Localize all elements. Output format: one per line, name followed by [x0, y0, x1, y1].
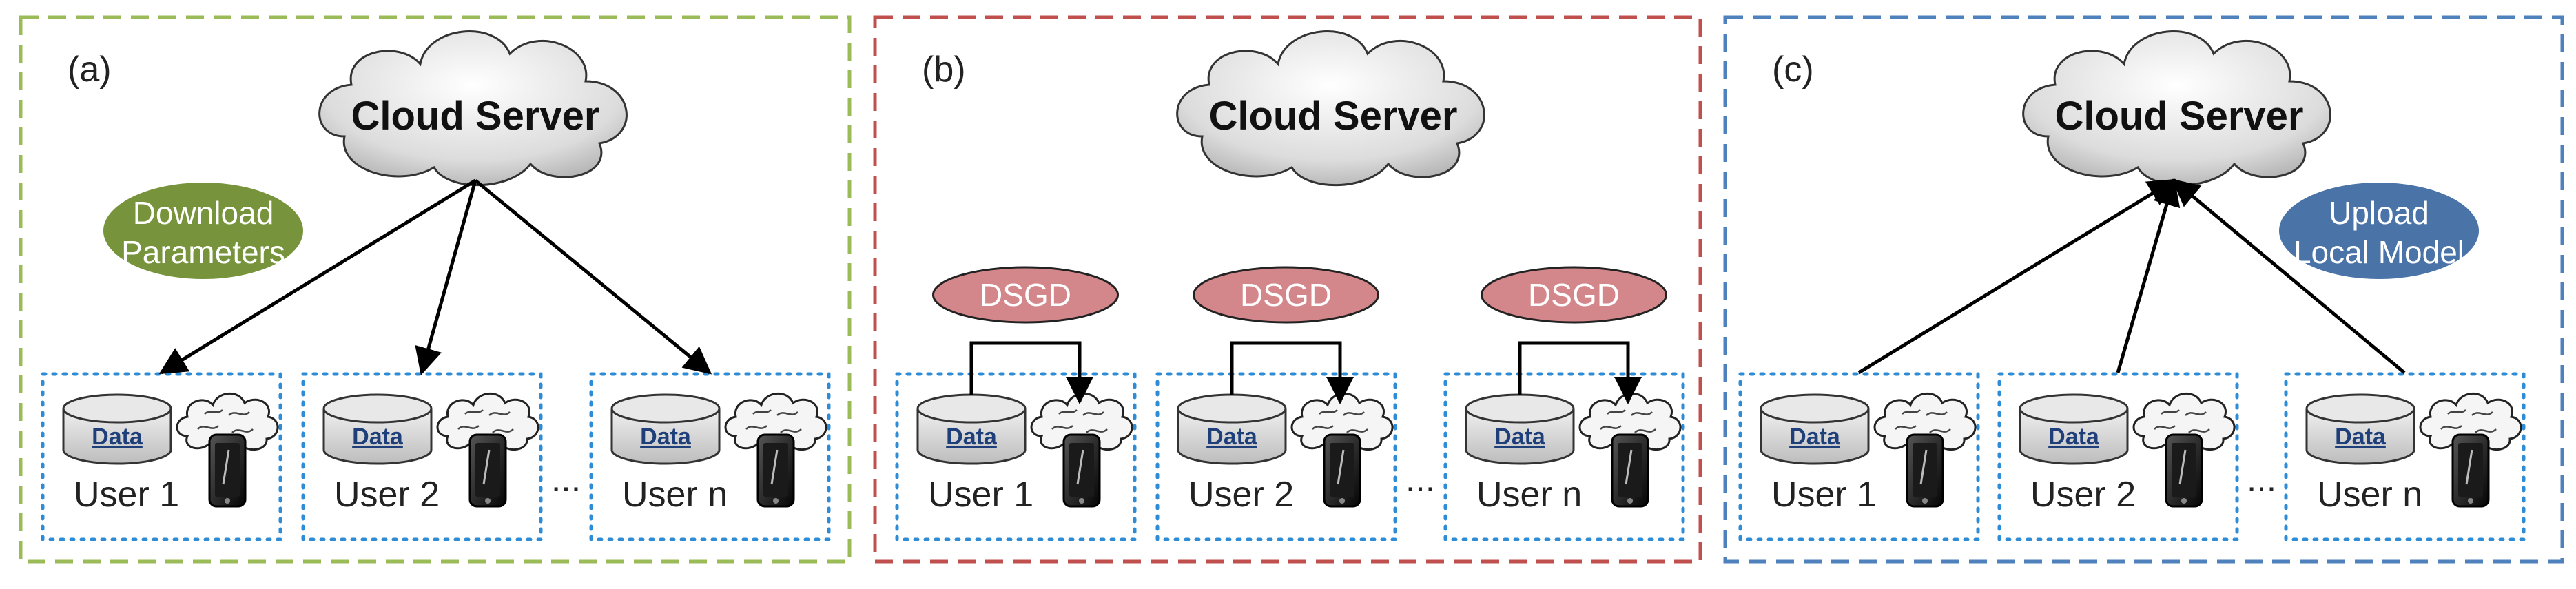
phone-icon	[1062, 433, 1101, 508]
phone-icon	[2451, 433, 2490, 508]
phone-icon	[2165, 433, 2203, 508]
user-box-border	[41, 372, 282, 541]
data-label: Data	[640, 424, 692, 450]
phone-icon	[756, 433, 795, 508]
dsgd-arrow	[1518, 341, 1642, 404]
user-label: User 1	[74, 475, 179, 515]
dsgd-badge	[1193, 266, 1379, 324]
phone-icon	[1611, 433, 1649, 508]
phone-icon	[1323, 433, 1361, 508]
dsgd-label: DSGD	[980, 277, 1071, 313]
ellipsis-dots: ...	[1405, 459, 1435, 499]
user-box-border	[1443, 372, 1685, 541]
dsgd-label: DSGD	[1528, 277, 1620, 313]
phone-icon	[1906, 433, 1944, 508]
user-box-border	[301, 372, 543, 541]
badge-line-2: Parameters	[121, 234, 285, 270]
panel-label: (b)	[922, 50, 966, 90]
download-arrow	[158, 178, 477, 375]
user-label: User 2	[334, 475, 440, 515]
cloud-server-label: Cloud Server	[2055, 94, 2304, 138]
panel-border	[19, 15, 852, 564]
upload-arrow	[2116, 178, 2181, 373]
cloud-server: Cloud Server	[1176, 30, 1485, 187]
upload-arrow	[1857, 178, 2176, 375]
dsgd-loop: DSGD	[1481, 266, 1667, 404]
panel-label: (c)	[1772, 50, 1814, 90]
data-label: Data	[1494, 424, 1546, 450]
dsgd-arrow	[1230, 341, 1354, 404]
data-label: Data	[946, 424, 998, 450]
cloud-server: Cloud Server	[2022, 30, 2331, 187]
badge-ellipse	[2276, 180, 2482, 282]
upload-arrow	[2171, 178, 2406, 374]
data-label: Data	[1206, 424, 1258, 450]
download-arrow	[415, 180, 477, 375]
dsgd-arrow	[969, 341, 1093, 404]
panel-border	[873, 15, 1702, 564]
data-label: Data	[92, 424, 143, 450]
badge-line-1: Upload	[2329, 195, 2429, 231]
panel-border	[1723, 15, 2564, 564]
user-box-border	[1738, 372, 1980, 541]
user-box-border	[895, 372, 1137, 541]
dsgd-loop: DSGD	[1193, 266, 1379, 404]
download-arrow	[474, 179, 712, 375]
user-label: User 1	[928, 475, 1033, 515]
badge-line-2: Local Model	[2294, 234, 2464, 270]
dsgd-badge	[932, 266, 1119, 324]
cloud-server: Cloud Server	[318, 30, 628, 187]
user-box-border	[1997, 372, 2239, 541]
user-box-border	[1155, 372, 1397, 541]
user-label: User n	[1476, 475, 1582, 515]
user-label: User 2	[2030, 475, 2136, 515]
dsgd-badge	[1481, 266, 1667, 324]
cloud-server-label: Cloud Server	[1209, 94, 1458, 138]
data-label: Data	[352, 424, 404, 450]
user-label: User 1	[1771, 475, 1877, 515]
phone-icon	[208, 433, 247, 508]
dsgd-label: DSGD	[1240, 277, 1332, 313]
data-label: Data	[1789, 424, 1841, 450]
user-label: User n	[622, 475, 728, 515]
phone-icon	[468, 433, 507, 508]
ellipsis-dots: ...	[551, 459, 581, 499]
ellipsis-dots: ...	[2247, 459, 2276, 499]
user-box-border	[2284, 372, 2526, 541]
dsgd-loop: DSGD	[932, 266, 1119, 404]
cloud-server-label: Cloud Server	[351, 94, 600, 138]
user-box-border	[589, 372, 831, 541]
data-label: Data	[2335, 424, 2387, 450]
data-label: Data	[2048, 424, 2100, 450]
panel-label: (a)	[68, 50, 112, 90]
badge-ellipse	[101, 180, 306, 282]
user-label: User 2	[1188, 475, 1294, 515]
badge-line-1: Download	[133, 195, 274, 231]
user-label: User n	[2317, 475, 2422, 515]
